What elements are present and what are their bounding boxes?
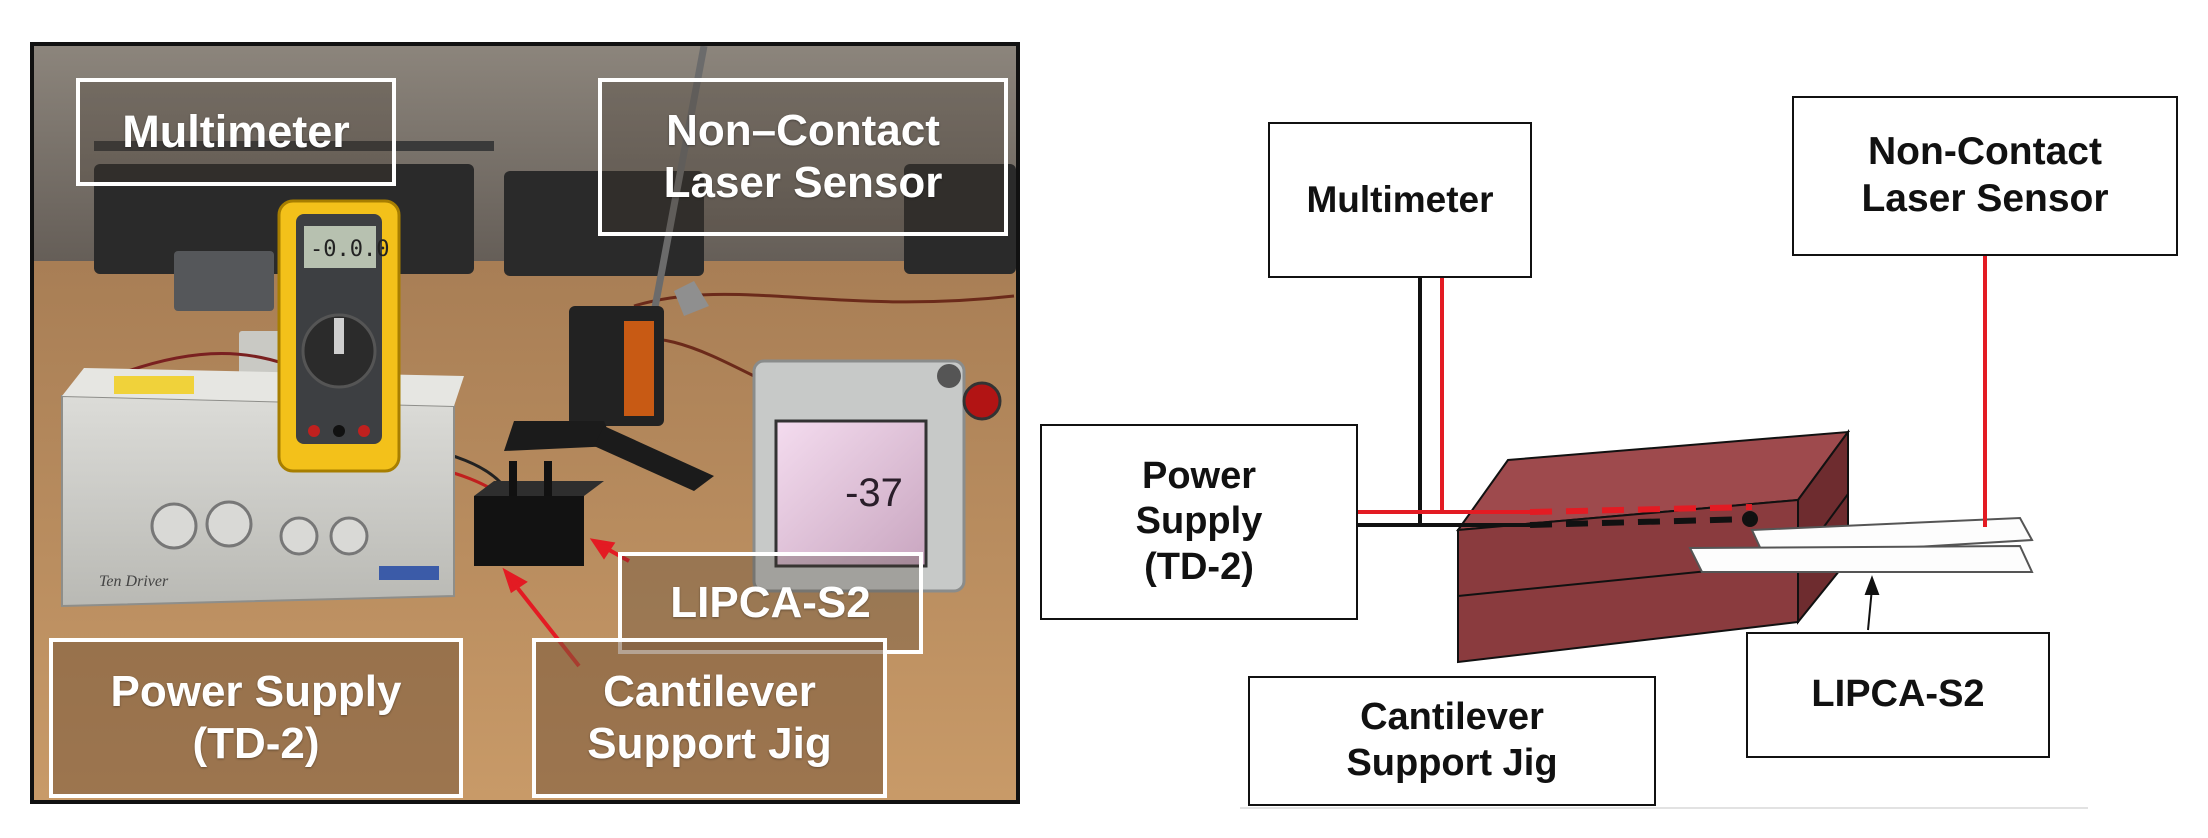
schematic-label-multimeter: Multimeter [1268, 122, 1532, 278]
multimeter-readout: -0.0.0 [310, 237, 389, 262]
photo-label-laser-sensor: Non–Contact Laser Sensor [598, 78, 1008, 236]
lab-setup-photo: Ten Driver -0.0.0 -37 [30, 42, 1020, 804]
power-supply-device: Ten Driver [61, 368, 464, 608]
psu-brand-text: Ten Driver [99, 573, 169, 590]
lipca-plate-bottom [1688, 544, 2034, 573]
lipca-plates [1688, 516, 2034, 573]
photo-scene: Ten Driver -0.0.0 -37 [34, 46, 1016, 800]
displacement-meter-device: -37 [752, 359, 1002, 593]
schematic-label-jig: Cantilever Support Jig [1248, 676, 1656, 806]
schematic-label-power-supply: Power Supply (TD-2) [1040, 424, 1358, 620]
schematic-drawing [1240, 256, 2088, 809]
schematic-label-laser-sensor: Non-Contact Laser Sensor [1792, 96, 2178, 256]
multimeter-device: -0.0.0 [277, 199, 401, 473]
red-wires [1327, 256, 1987, 527]
setup-schematic: Multimeter Non-Contact Laser Sensor Powe… [1030, 0, 2208, 838]
sensor-readout: -37 [845, 471, 903, 515]
photo-label-power-supply: Power Supply (TD-2) [49, 638, 463, 798]
schematic-label-lipca: LIPCA-S2 [1746, 632, 2050, 758]
laser-sensor-stand [504, 46, 714, 491]
photo-label-jig: Cantilever Support Jig [532, 638, 887, 798]
photo-label-lipca: LIPCA-S2 [618, 552, 923, 654]
black-wire [1327, 278, 1758, 528]
cantilever-jig-device [474, 461, 604, 566]
photo-label-multimeter: Multimeter [76, 78, 396, 186]
small-device [174, 251, 274, 311]
lipca-pointer-arrow [1864, 575, 1880, 631]
